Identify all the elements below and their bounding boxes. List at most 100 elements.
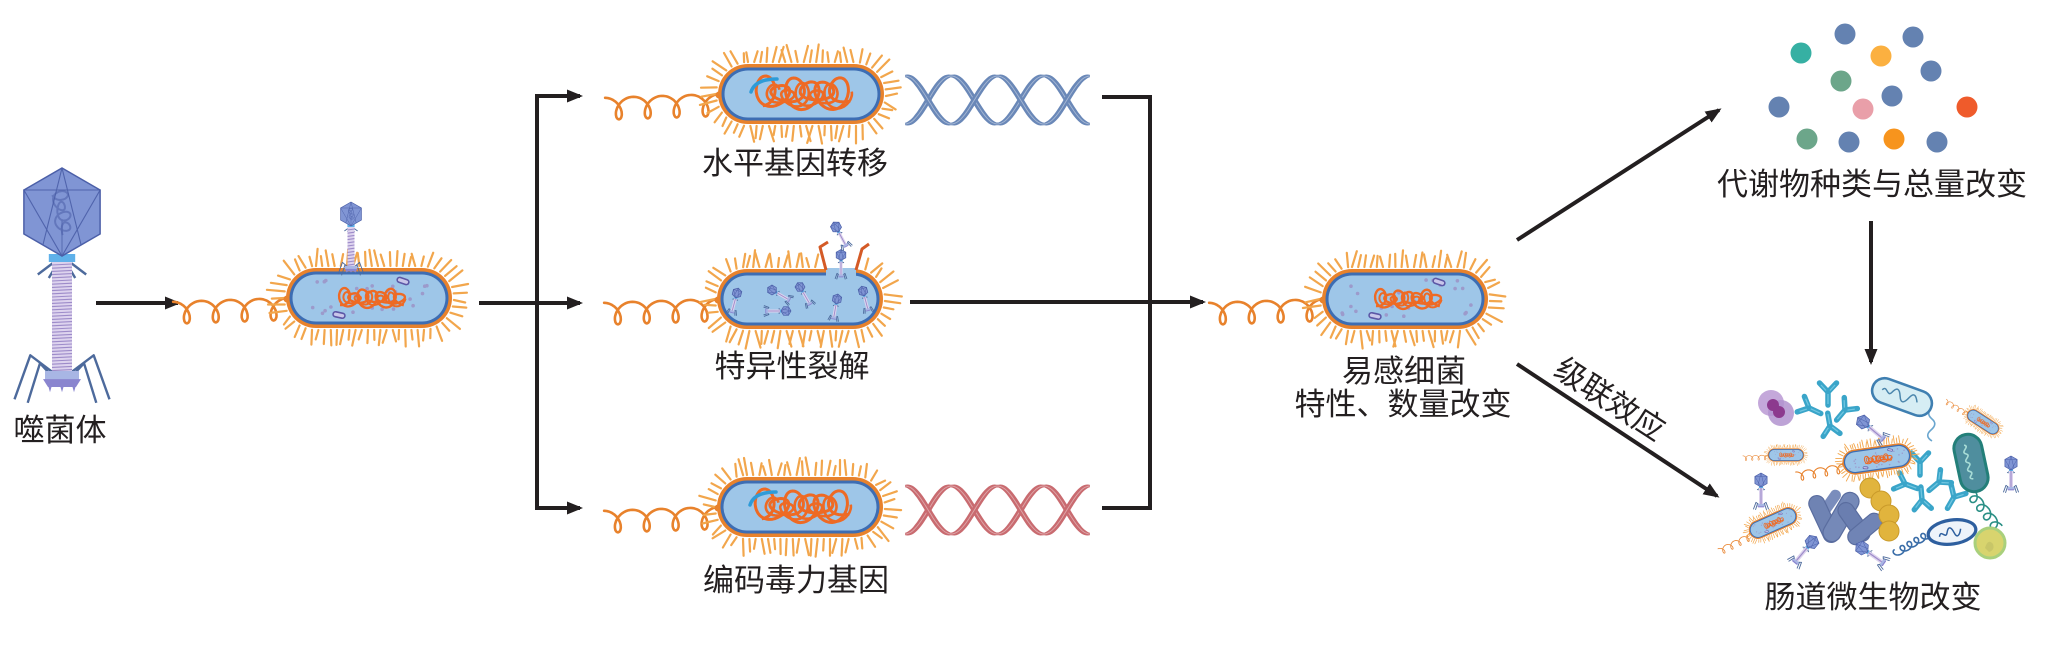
pili-part [1431, 255, 1437, 269]
tail-sheath-rings-part [51, 327, 73, 330]
pili-part [884, 86, 902, 91]
pili-part [1375, 254, 1379, 269]
pili-part [1996, 419, 1999, 423]
pili-part [1797, 516, 1803, 519]
ribosomes-part [329, 305, 333, 309]
phage-genome [51, 190, 72, 236]
pili-part [1443, 256, 1449, 269]
pili-part [800, 252, 804, 269]
pili-part [754, 251, 761, 269]
horizontal-gene-transfer-label: 水平基因转移 [702, 146, 888, 182]
pili-part [1758, 539, 1760, 543]
metabolites-label: 代谢物种类与总量改变 [1717, 167, 2027, 203]
ribosomes-part [1781, 523, 1783, 525]
tail-spike [345, 271, 349, 273]
flagellum [1207, 297, 1326, 326]
pili-part [1990, 434, 1991, 438]
pili-part [772, 124, 777, 137]
pili-part [443, 265, 458, 277]
pili-part [1873, 441, 1875, 447]
pili-part [876, 526, 890, 543]
pili-part [806, 124, 814, 145]
capsid-facets-part [61, 167, 82, 246]
pili-part [873, 117, 884, 130]
pili-part [1836, 466, 1843, 469]
pili-part [864, 462, 869, 479]
baseplate [865, 307, 871, 311]
pili-part [1966, 407, 1969, 411]
pili-part [1788, 526, 1792, 531]
pili-part [1965, 418, 1968, 421]
baseplate [2007, 487, 2015, 490]
capsid-facets-part [1807, 534, 1820, 548]
immune-cell-icon [1758, 390, 1794, 426]
baseplate-lower [1880, 435, 1886, 442]
pili-part [766, 537, 772, 554]
susceptible-bacteria-node: 易感细菌 特性、数量改变 [1207, 249, 1512, 423]
pili-part [844, 329, 850, 343]
progeny-phage-icon [767, 284, 794, 307]
horizontal-gene-transfer-node: 水平基因转移 [603, 43, 1091, 182]
pili-part [882, 79, 900, 85]
small-phage-icon [1855, 540, 1891, 572]
pili-part [785, 329, 793, 348]
pili-part [834, 329, 838, 342]
pili-part [435, 325, 444, 343]
pili-part [1866, 439, 1870, 448]
capsid-facets-part [832, 295, 843, 305]
pili-part [1992, 418, 1995, 421]
capsid-facets-part [22, 189, 102, 258]
pili-part [877, 113, 891, 120]
small-phage-icon [2002, 455, 2020, 494]
pili-part [1465, 328, 1477, 346]
pili-part [1762, 538, 1765, 544]
pili-part [269, 281, 288, 287]
pili-part [758, 462, 763, 477]
phage-infected-bacterium-icon [171, 247, 470, 348]
pili-part [1853, 475, 1856, 483]
pili-part [1388, 253, 1392, 269]
tail-sheath-rings-part [51, 301, 73, 304]
baseplate-lower [344, 268, 358, 272]
pili-part [445, 317, 462, 330]
cytoplasm [723, 275, 877, 323]
pili-part [1880, 471, 1883, 477]
pili-part [804, 456, 811, 477]
capsid-facets-part [350, 201, 357, 224]
pili-part [860, 536, 864, 550]
pili-part [711, 524, 723, 536]
capsid-facets [780, 306, 792, 316]
ribosomes-part [1903, 449, 1905, 451]
pili-part [780, 124, 784, 139]
progeny-phage-icon-part [731, 298, 736, 312]
pili-part [1763, 512, 1767, 516]
pili-part [416, 328, 421, 348]
nucleoid [765, 81, 854, 110]
pili-part [308, 255, 314, 268]
pili-part [1772, 533, 1776, 539]
pili-part [729, 50, 739, 65]
arrow-to-metabolites [1515, 108, 1722, 242]
pili-part [1988, 434, 1990, 437]
ribosomes-part [323, 308, 327, 313]
ribosomes-part [1989, 429, 1991, 431]
tail-sheath-rings-part [51, 292, 73, 295]
pili-part [1908, 464, 1912, 470]
pili-part [1794, 444, 1796, 449]
capsid-facets-part [1856, 543, 1865, 554]
pili-part [421, 328, 426, 342]
pili-part [366, 328, 370, 345]
ribosomes-part [1995, 425, 1997, 427]
pili [698, 43, 902, 145]
baseplate [1757, 504, 1765, 507]
pili-part [843, 458, 848, 477]
pili-part [1759, 512, 1764, 518]
pili-part [276, 274, 292, 281]
capsid-facets-part [1757, 472, 1762, 486]
pili-part [1973, 425, 1976, 428]
pili-part [763, 329, 770, 345]
pili-part [864, 257, 870, 271]
round-cell-nucleus [1985, 541, 1994, 552]
baseplate [729, 309, 735, 313]
metabolite-dot [1768, 96, 1790, 118]
